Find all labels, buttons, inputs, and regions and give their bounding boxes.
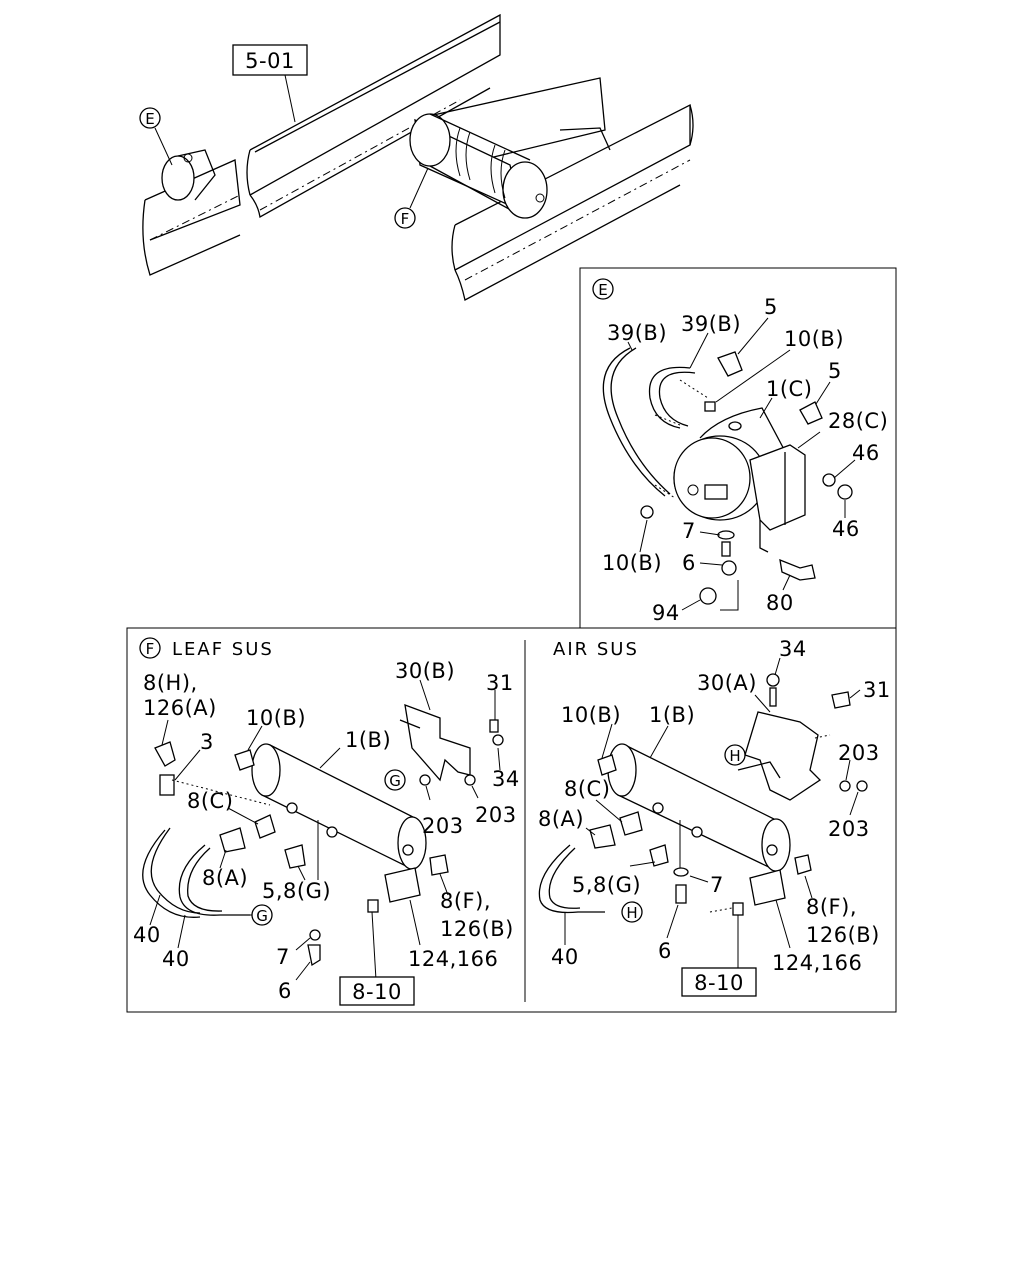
air-label-8a: 8(A) xyxy=(538,807,584,831)
label-80: 80 xyxy=(766,591,794,615)
leaf-label-30b: 30(B) xyxy=(395,659,455,683)
leaf-label-3: 3 xyxy=(200,730,214,754)
fitting-5-right xyxy=(799,401,823,425)
air-hose-40 xyxy=(538,844,605,914)
callout-g-1-letter: G xyxy=(389,772,401,790)
leaf-label-203-1: 203 xyxy=(422,814,464,838)
ref-8-10-left-label: 8-10 xyxy=(352,980,402,1004)
air-label-10b: 10(B) xyxy=(561,703,621,727)
label-10b-2: 10(B) xyxy=(602,551,662,575)
fitting-5-top xyxy=(717,351,743,377)
label-5-2: 5 xyxy=(828,359,842,383)
air-label-1b: 1(B) xyxy=(649,703,695,727)
air-label-8f: 8(F), xyxy=(806,895,857,919)
air-tank-main xyxy=(409,113,548,219)
label-46-2: 46 xyxy=(832,517,860,541)
callout-f-main-letter: F xyxy=(401,210,410,228)
label-94: 94 xyxy=(652,601,680,625)
ref-box-5-01[interactable] xyxy=(232,44,308,76)
label-46-1: 46 xyxy=(852,441,880,465)
leaf-label-8f: 8(F), xyxy=(440,889,491,913)
air-bracket-30a xyxy=(744,711,822,801)
leaf-label-126b: 126(B) xyxy=(440,917,514,941)
section-leaf-sus: LEAF SUS xyxy=(172,639,274,660)
label-7: 7 xyxy=(682,519,696,543)
label-39b-2: 39(B) xyxy=(681,312,741,336)
callout-g-2-letter: G xyxy=(256,907,268,925)
air-tank-left xyxy=(161,155,195,201)
hose-39b-1 xyxy=(602,347,666,497)
callout-f-detail-letter: F xyxy=(146,640,155,658)
air-label-30a: 30(A) xyxy=(697,671,757,695)
leaf-label-126a: 126(A) xyxy=(143,696,217,720)
chassis-overview: 5-01 E F xyxy=(139,13,694,301)
leaf-label-6: 6 xyxy=(278,979,292,1003)
ref-box-8-10-left[interactable] xyxy=(339,976,415,1006)
air-label-8c: 8(C) xyxy=(564,777,610,801)
ref-8-10-right-label: 8-10 xyxy=(694,971,744,995)
air-label-126b: 126(B) xyxy=(806,923,880,947)
tank-e-bracket xyxy=(749,444,806,531)
callout-h-2-letter: H xyxy=(626,904,637,922)
detail-f-frame xyxy=(126,627,897,1013)
leaf-label-31: 31 xyxy=(486,671,514,695)
leaf-bracket-30b xyxy=(404,704,471,782)
air-label-31: 31 xyxy=(863,678,891,702)
leaf-label-8c: 8(C) xyxy=(187,789,233,813)
label-1c: 1(C) xyxy=(766,377,812,401)
callout-f-main[interactable] xyxy=(394,207,416,229)
leaf-tank xyxy=(251,743,427,870)
label-5-1: 5 xyxy=(764,295,778,319)
air-label-124-166: 124,166 xyxy=(772,951,862,975)
air-label-5-8g: 5,8(G) xyxy=(572,873,641,897)
leaf-label-10b: 10(B) xyxy=(246,706,306,730)
label-39b-1: 39(B) xyxy=(607,321,667,345)
detail-f-panel: F LEAF SUS xyxy=(126,627,897,1013)
callout-g-2 xyxy=(251,904,273,926)
air-label-203-2: 203 xyxy=(828,817,870,841)
label-10b-1: 10(B) xyxy=(784,327,844,351)
callout-g-1 xyxy=(384,769,406,791)
leaf-label-5-8g: 5,8(G) xyxy=(262,879,331,903)
callout-f-detail xyxy=(139,637,161,659)
leaf-label-7: 7 xyxy=(276,945,290,969)
bolt-80 xyxy=(779,558,816,581)
callout-h-2 xyxy=(621,901,643,923)
leaf-label-34: 34 xyxy=(492,767,520,791)
label-6: 6 xyxy=(682,551,696,575)
callout-h-1 xyxy=(724,744,746,766)
callout-e-main[interactable] xyxy=(139,107,161,129)
air-label-7: 7 xyxy=(710,873,724,897)
leaf-label-8a: 8(A) xyxy=(202,866,248,890)
air-label-6: 6 xyxy=(658,939,672,963)
ref-box-8-10-right[interactable] xyxy=(681,967,757,997)
detail-e-panel: E xyxy=(579,267,897,629)
callout-e-main-letter: E xyxy=(145,110,154,128)
callout-h-1-letter: H xyxy=(729,747,740,765)
section-air-sus: AIR SUS xyxy=(553,639,639,660)
frame-rail-upper xyxy=(249,13,501,196)
air-label-203-1: 203 xyxy=(838,741,880,765)
leaf-hose-40-1 xyxy=(142,829,201,918)
leaf-label-124-166: 124,166 xyxy=(408,947,498,971)
leaf-hose-40-2 xyxy=(178,844,250,916)
leaf-label-8h: 8(H), xyxy=(143,671,198,695)
label-28c: 28(C) xyxy=(828,409,888,433)
air-tank xyxy=(607,743,791,872)
callout-e-detail xyxy=(592,278,614,300)
air-label-34: 34 xyxy=(779,637,807,661)
leaf-label-1b: 1(B) xyxy=(345,728,391,752)
ref-5-01-label: 5-01 xyxy=(245,49,295,73)
frame-rail-lower xyxy=(454,103,691,271)
leaf-sensor-124 xyxy=(384,867,421,903)
leaf-label-40-1: 40 xyxy=(133,923,161,947)
callout-e-detail-letter: E xyxy=(598,281,607,299)
air-label-40: 40 xyxy=(551,945,579,969)
leaf-label-203-2: 203 xyxy=(475,803,517,827)
air-sensor-124 xyxy=(749,869,786,906)
leaf-label-40-2: 40 xyxy=(162,947,190,971)
